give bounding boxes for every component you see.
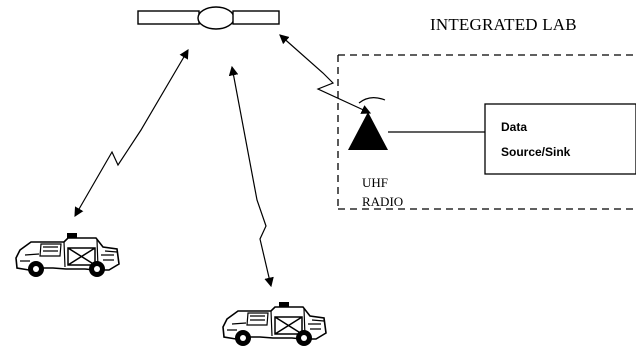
humvee-icon: [16, 233, 119, 277]
satellite-right-panel: [233, 11, 279, 24]
front-wheel-hub: [33, 266, 39, 272]
satellite-body: [198, 7, 234, 29]
satellite-icon: [138, 7, 279, 29]
radio-label: RADIO: [362, 195, 403, 208]
antenna-arc-icon: [359, 98, 385, 103]
satellite-left-panel: [138, 11, 199, 24]
data-source-sink-box: [485, 104, 636, 174]
satellite-link-left: [75, 50, 188, 216]
bottom-link-line: [232, 67, 271, 286]
rear-wheel-hub: [94, 266, 100, 272]
lab-link-line: [280, 35, 370, 113]
triangle-antenna-icon: [348, 112, 388, 150]
front-wheel-hub: [240, 335, 246, 341]
integrated-lab-title: INTEGRATED LAB: [430, 16, 577, 33]
uhf-label: UHF: [362, 176, 388, 189]
source-sink-label: Source/Sink: [501, 146, 570, 158]
rear-wheel-hub: [301, 335, 307, 341]
data-label: Data: [501, 121, 527, 133]
humvee-icon: [223, 302, 326, 346]
left-link-line: [75, 50, 188, 216]
satellite-link-lab: [280, 35, 370, 113]
satellite-link-bottom: [232, 67, 271, 286]
